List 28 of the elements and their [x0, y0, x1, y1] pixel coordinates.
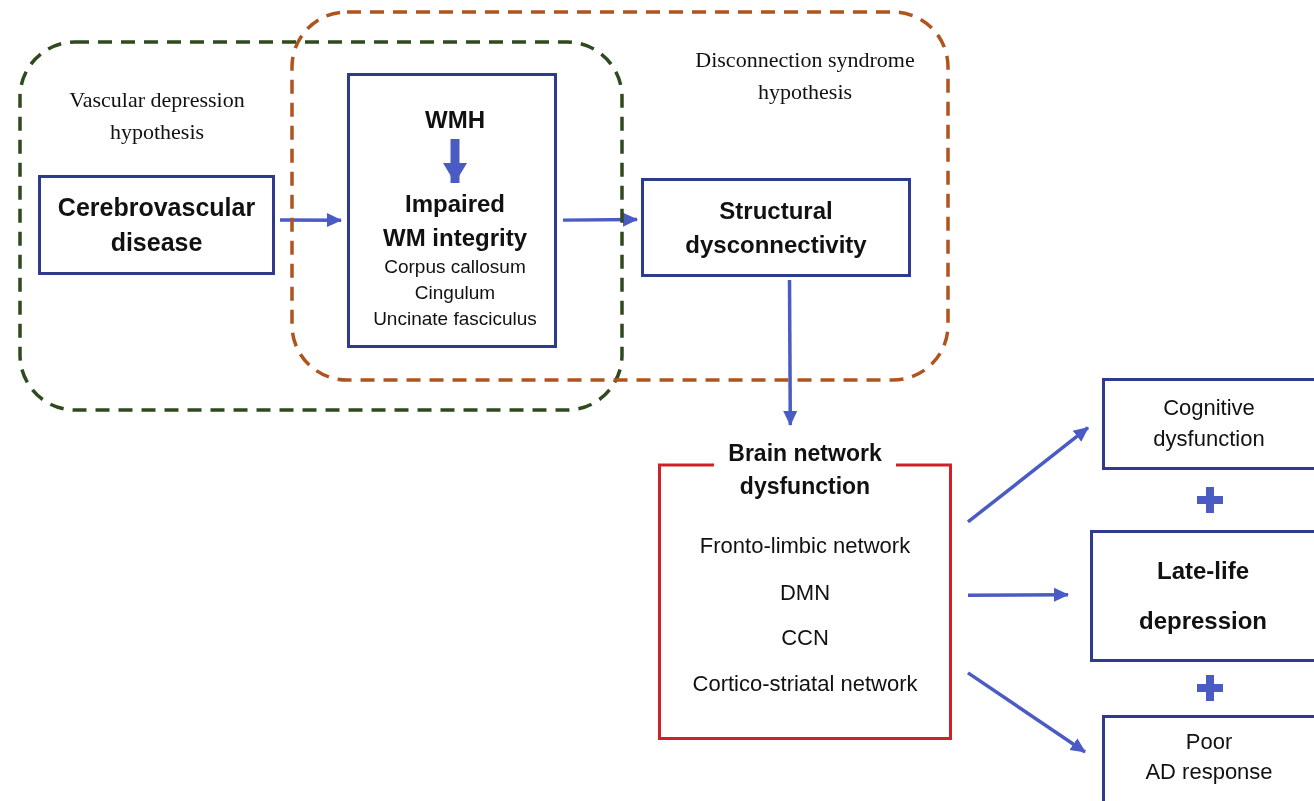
node-title: Brain network dysfunction	[727, 439, 883, 502]
arrow	[443, 139, 467, 183]
process-box	[38, 175, 275, 275]
node-label: Late-life depression	[1137, 555, 1268, 636]
node-label: Poor AD response	[1145, 728, 1273, 786]
network-label: Fronto-limbic network	[698, 532, 912, 560]
hypothesis-label: Disconnection syndrome hypothesis	[695, 46, 915, 106]
process-box	[347, 73, 557, 348]
outcome-box	[1102, 715, 1314, 801]
network-label: Cortico-striatal network	[691, 670, 919, 698]
arrow	[967, 671, 1086, 754]
arrow	[280, 213, 342, 228]
node-label: Cognitive dysfunction	[1152, 394, 1266, 453]
node-label: Structural dysconnectivity	[684, 195, 868, 260]
hypothesis-label: Vascular depression hypothesis	[68, 86, 246, 146]
arrow	[563, 212, 638, 227]
process-box	[641, 178, 911, 277]
arrow	[966, 426, 1090, 524]
node-label: Impaired WM integrity	[382, 189, 528, 253]
arrow	[968, 587, 1069, 602]
node-label: WMH	[425, 105, 485, 135]
tract-list: Corpus callosum Cingulum Uncinate fasciculus	[373, 254, 537, 333]
arrow	[783, 280, 798, 426]
outcome-box	[1090, 530, 1314, 662]
network-label: DMN	[778, 579, 832, 607]
network-label: CCN	[780, 624, 830, 652]
outcome-box	[1102, 378, 1314, 470]
node-label: Cerebrovascular disease	[56, 192, 257, 258]
